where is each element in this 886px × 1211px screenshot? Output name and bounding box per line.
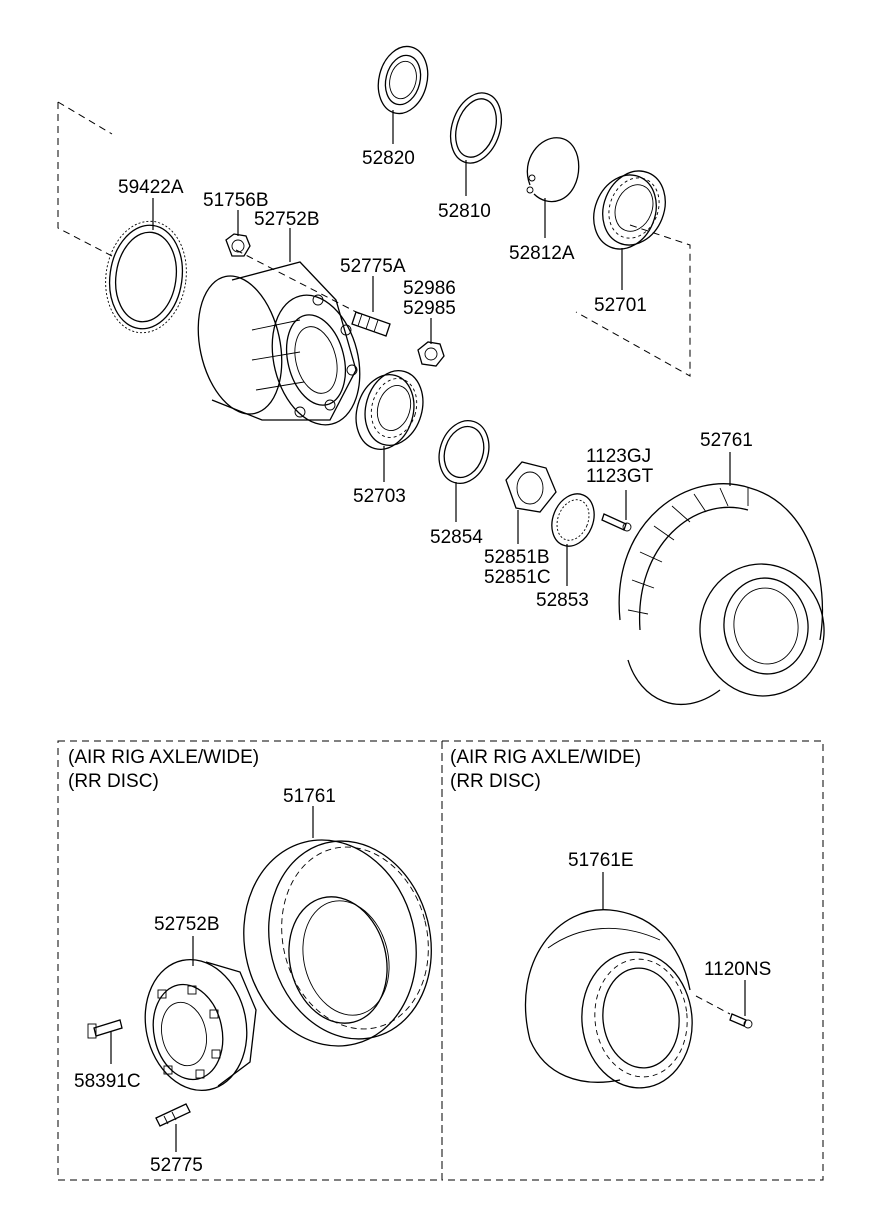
label-58391C: 58391C: [74, 1071, 141, 1092]
right-panel-title: (AIR RIG AXLE/WIDE): [450, 747, 641, 768]
right-panel-frame: [441, 740, 824, 1181]
screw-1123GJ: [601, 513, 632, 532]
label-52810: 52810: [438, 201, 491, 222]
label-52985: 52985: [403, 298, 456, 319]
left-panel-subtitle: (RR DISC): [68, 771, 159, 792]
left-panel-frame: [57, 740, 443, 1181]
brake-drum-52761: [618, 483, 825, 706]
lock-washer-52853: [551, 493, 595, 547]
ring-52854: [438, 420, 490, 484]
label-52775A: 52775A: [340, 256, 406, 277]
wheel-hub-52752B-panel: [144, 958, 257, 1092]
hub-nut-52985: [417, 341, 445, 367]
bolt-58391C: [87, 1019, 123, 1039]
snap-ring-52812A: [526, 137, 580, 203]
label-1123GJ: 1123GJ: [586, 446, 651, 467]
brake-drum-51761E: [524, 909, 693, 1089]
leader-lines-top: [152, 110, 731, 586]
brake-disc-51761: [243, 839, 432, 1047]
label-52761: 52761: [700, 430, 753, 451]
oil-seal-52820: [377, 45, 429, 115]
label-51756B: 51756B: [203, 190, 269, 211]
lock-nut-52851B: [505, 461, 557, 513]
screw-1120NS: [695, 995, 753, 1029]
label-52701: 52701: [594, 295, 647, 316]
label-51761: 51761: [283, 786, 336, 807]
assembly-dashed-lines: [57, 101, 691, 377]
label-52853: 52853: [536, 590, 589, 611]
label-52820: 52820: [362, 148, 415, 169]
nut-51756B: [225, 233, 251, 257]
ring-52810: [449, 92, 503, 164]
right-panel-subtitle: (RR DISC): [450, 771, 541, 792]
bearing-52701: [593, 170, 666, 250]
label-52851B: 52851B: [484, 547, 550, 568]
label-59422A: 59422A: [118, 177, 184, 198]
wheel-hub-52752B: [197, 261, 361, 426]
leader-lines-bottom: [110, 806, 746, 1152]
label-1120NS: 1120NS: [704, 959, 771, 980]
label-52775: 52775: [150, 1155, 203, 1176]
label-52851C: 52851C: [484, 567, 551, 588]
label-52703: 52703: [353, 486, 406, 507]
label-52986: 52986: [403, 278, 456, 299]
bearing-52703: [355, 370, 424, 450]
label-52812A: 52812A: [509, 243, 575, 264]
wheel-stud-52775: [155, 1103, 191, 1127]
label-1123GT: 1123GT: [586, 466, 654, 487]
label-52752B: 52752B: [254, 209, 320, 230]
wheel-stud-52775A: [351, 311, 391, 337]
left-panel-title: (AIR RIG AXLE/WIDE): [68, 747, 259, 768]
label-52854: 52854: [430, 527, 483, 548]
tone-ring-59422A: [105, 220, 187, 334]
label-51761E: 51761E: [568, 850, 634, 871]
label-52752B-panel: 52752B: [154, 914, 220, 935]
